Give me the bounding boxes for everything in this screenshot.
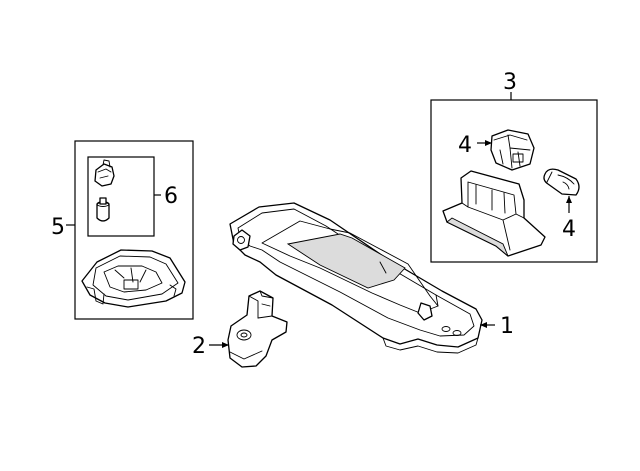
callout-5: 5 xyxy=(51,215,65,240)
group-6-frame xyxy=(87,156,161,237)
group-5-frame xyxy=(66,140,194,320)
callout-6: 6 xyxy=(164,184,178,209)
part-4-socket xyxy=(490,129,535,171)
callout-4-socket: 4 xyxy=(458,133,472,158)
callout-3: 3 xyxy=(503,70,517,95)
part-2-bracket xyxy=(227,290,288,368)
part-6-bulb xyxy=(96,197,110,222)
callout-1: 1 xyxy=(500,314,514,339)
callout-2: 2 xyxy=(192,334,206,359)
part-4-bulb xyxy=(543,168,580,196)
part-1-console xyxy=(229,202,483,354)
group-5-box xyxy=(74,140,194,320)
group-6-box xyxy=(87,156,155,237)
part-5-lamp-housing xyxy=(81,249,186,308)
part-6-socket xyxy=(94,159,115,187)
group-3-frame xyxy=(430,92,598,263)
group-3-box xyxy=(430,99,598,263)
callout-4-bulb: 4 xyxy=(562,217,576,242)
part-3-housing xyxy=(442,170,546,257)
